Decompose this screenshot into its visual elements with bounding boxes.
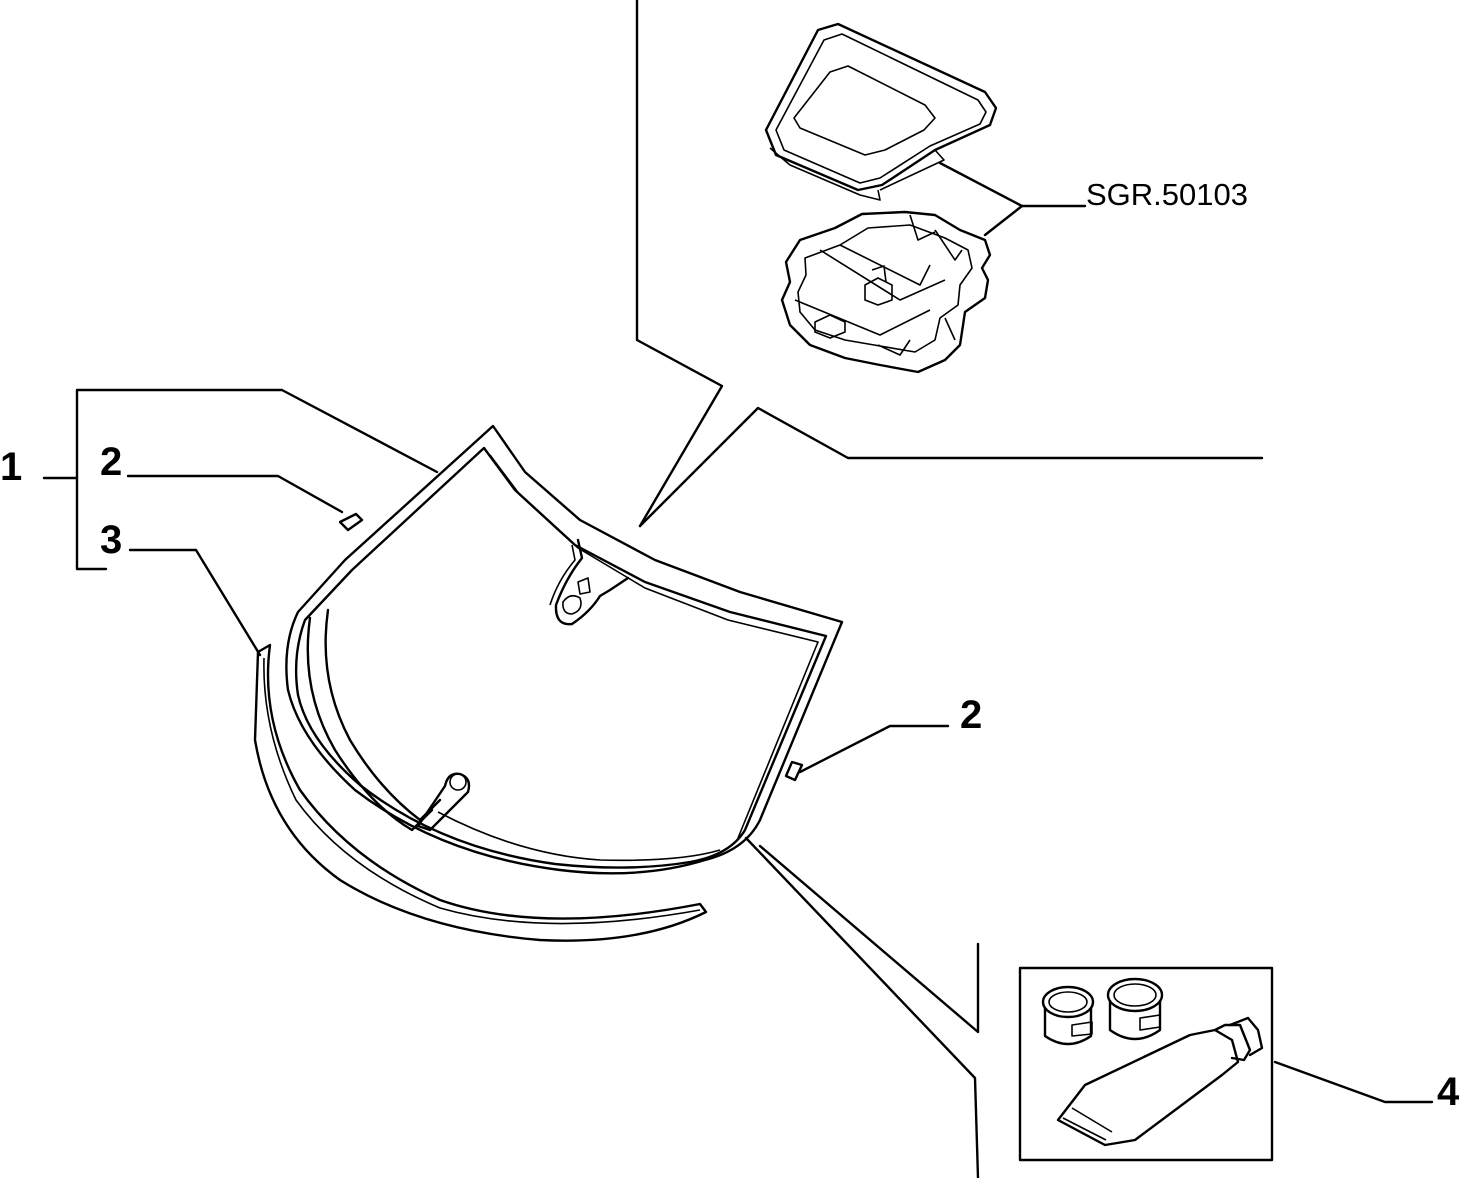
windscreen-glass (285, 424, 844, 875)
sgr-leader (938, 161, 1087, 237)
trim-strip (253, 643, 708, 942)
adhesive-kit (1018, 966, 1274, 1162)
mirror-cover (764, 22, 998, 201)
callout-4: 4 (1437, 1070, 1460, 1114)
callout-leaders (126, 474, 1434, 1104)
section-divider-lines (635, 0, 1264, 1178)
callout-3: 3 (100, 518, 122, 562)
callout-1: 1 (0, 445, 22, 489)
group-bracket (42, 388, 439, 571)
clip-top (338, 512, 364, 532)
adhesive-kit-box (1018, 966, 1274, 1162)
mirror-mount-base (780, 210, 992, 374)
clip-right (784, 760, 804, 782)
callout-2-top: 2 (100, 440, 122, 484)
jar-icon-2 (1106, 977, 1164, 1041)
tube-icon (1056, 1016, 1264, 1147)
callout-2-right: 2 (960, 693, 982, 737)
jar-icon-1 (1041, 985, 1095, 1046)
sgr-reference-label: SGR.50103 (1086, 177, 1248, 212)
